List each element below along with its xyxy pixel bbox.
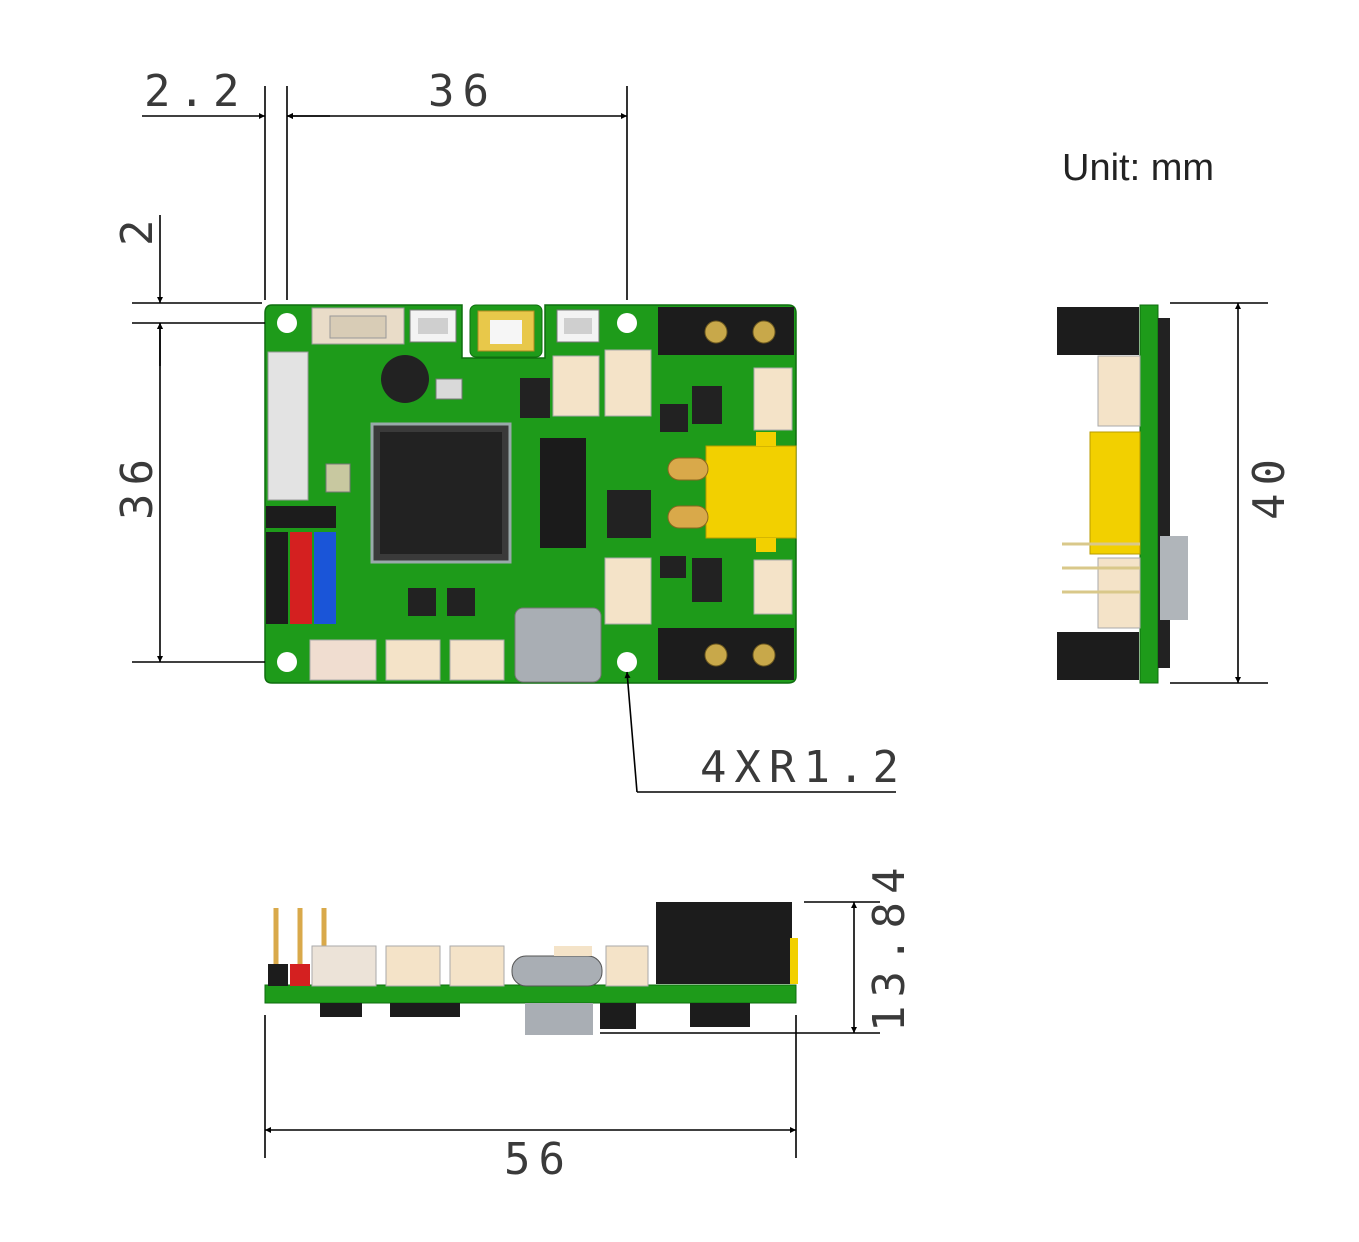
buzzer bbox=[381, 355, 429, 403]
top-view-board bbox=[264, 304, 797, 684]
unit-label: Unit: mm bbox=[1062, 147, 1214, 189]
side-connector bbox=[267, 351, 309, 501]
jst-connector bbox=[604, 557, 652, 625]
dim-hole-pitch-x: 36 bbox=[428, 66, 497, 117]
imu-chip bbox=[607, 490, 651, 538]
side-view-board bbox=[1057, 304, 1188, 684]
hole-callout: 4XR1.2 bbox=[700, 742, 907, 793]
mounting-hole bbox=[277, 652, 297, 672]
dim-hole-pitch-y: 36 bbox=[112, 451, 163, 520]
usb-c-connector bbox=[514, 607, 602, 683]
dim-side-height: 40 bbox=[1244, 451, 1295, 520]
jst-connector bbox=[552, 355, 600, 417]
jst-connector bbox=[753, 559, 793, 615]
jst-connector bbox=[753, 367, 793, 431]
pin-header bbox=[266, 506, 336, 624]
front-view-board bbox=[264, 902, 798, 1035]
bga-chip bbox=[540, 438, 586, 548]
xt-connector bbox=[705, 445, 797, 539]
dim-hole-offset-y: 2 bbox=[112, 212, 163, 247]
mounting-hole bbox=[277, 313, 297, 333]
dim-board-length: 56 bbox=[504, 1134, 573, 1185]
dim-board-thickness: 13.84 bbox=[864, 860, 915, 1032]
jst-connector bbox=[449, 639, 505, 681]
xt-connector-side bbox=[1089, 431, 1141, 555]
dimension-lines bbox=[132, 86, 1268, 1158]
jst-connector bbox=[604, 349, 652, 417]
jst-connector bbox=[385, 639, 441, 681]
mounting-hole bbox=[617, 652, 637, 672]
jst-connector bbox=[309, 639, 377, 681]
dim-hole-offset-x: 2.2 bbox=[144, 66, 247, 117]
mounting-hole bbox=[617, 313, 637, 333]
